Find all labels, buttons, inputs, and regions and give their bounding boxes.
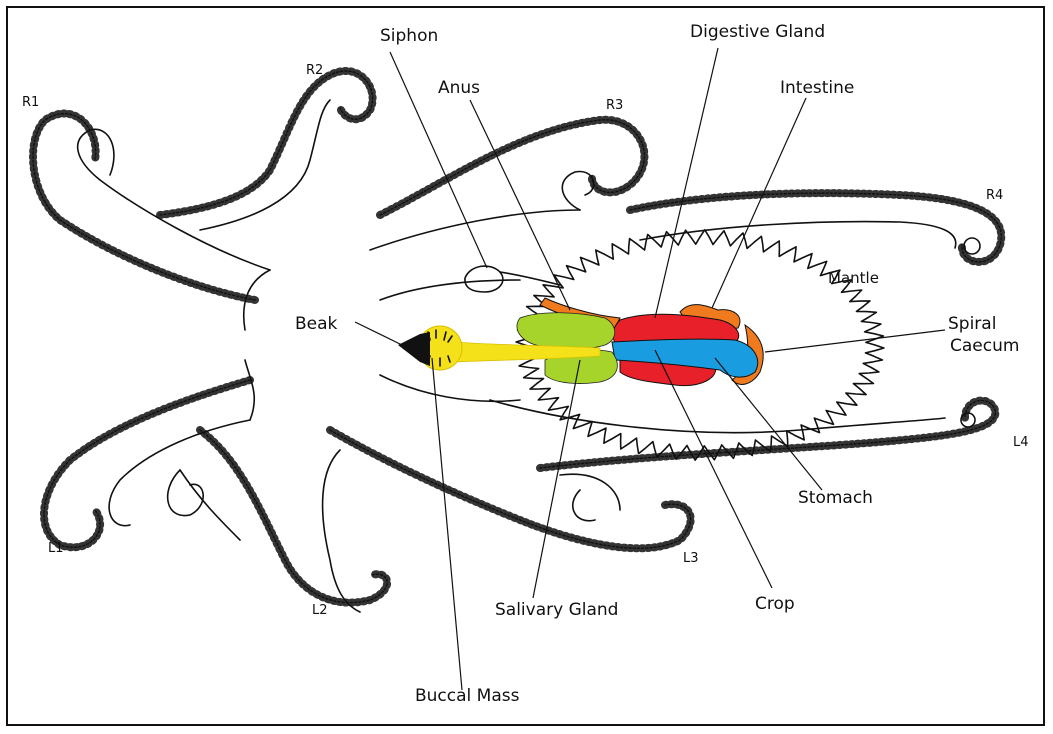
- leader-beak: [355, 322, 402, 345]
- label-spiral: Spiral: [948, 314, 996, 334]
- arm-r1: [33, 114, 270, 300]
- label-arm-r4: R4: [986, 188, 1003, 203]
- leader-salivary-gland: [533, 360, 580, 598]
- leader-buccal-mass: [432, 358, 462, 690]
- label-digestive-gland: Digestive Gland: [690, 22, 825, 42]
- arm-l3: [330, 430, 691, 548]
- label-salivary-gland: Salivary Gland: [495, 600, 618, 620]
- label-buccal-mass: Buccal Mass: [415, 686, 519, 706]
- leader-crop: [655, 350, 772, 588]
- label-arm-r1: R1: [22, 95, 39, 110]
- label-stomach: Stomach: [798, 488, 873, 508]
- label-arm-l1: L1: [48, 541, 64, 556]
- arm-l2: [168, 430, 387, 612]
- label-arm-l2: L2: [312, 603, 328, 618]
- label-arm-r2: R2: [306, 63, 323, 78]
- label-beak: Beak: [295, 314, 337, 334]
- label-intestine: Intestine: [780, 78, 854, 98]
- label-anus: Anus: [438, 78, 480, 98]
- label-arm-l3: L3: [683, 551, 699, 566]
- label-caecum: Caecum: [950, 336, 1019, 356]
- organs: [398, 298, 763, 386]
- leader-intestine: [712, 98, 806, 308]
- label-arm-l4: L4: [1013, 435, 1029, 450]
- arm-r4: [630, 193, 1001, 262]
- arm-r2: [160, 71, 373, 230]
- arm-r3: [370, 120, 644, 250]
- salivary-gland-upper: [517, 313, 615, 349]
- label-siphon: Siphon: [380, 26, 438, 46]
- leader-digestive-gland: [655, 48, 718, 318]
- label-mantle: Mantle: [828, 269, 879, 287]
- leader-stomach: [715, 358, 822, 490]
- label-arm-r3: R3: [606, 98, 623, 113]
- arm-l1: [44, 380, 250, 547]
- leader-spiral-caecum: [765, 330, 945, 352]
- label-crop: Crop: [755, 594, 795, 614]
